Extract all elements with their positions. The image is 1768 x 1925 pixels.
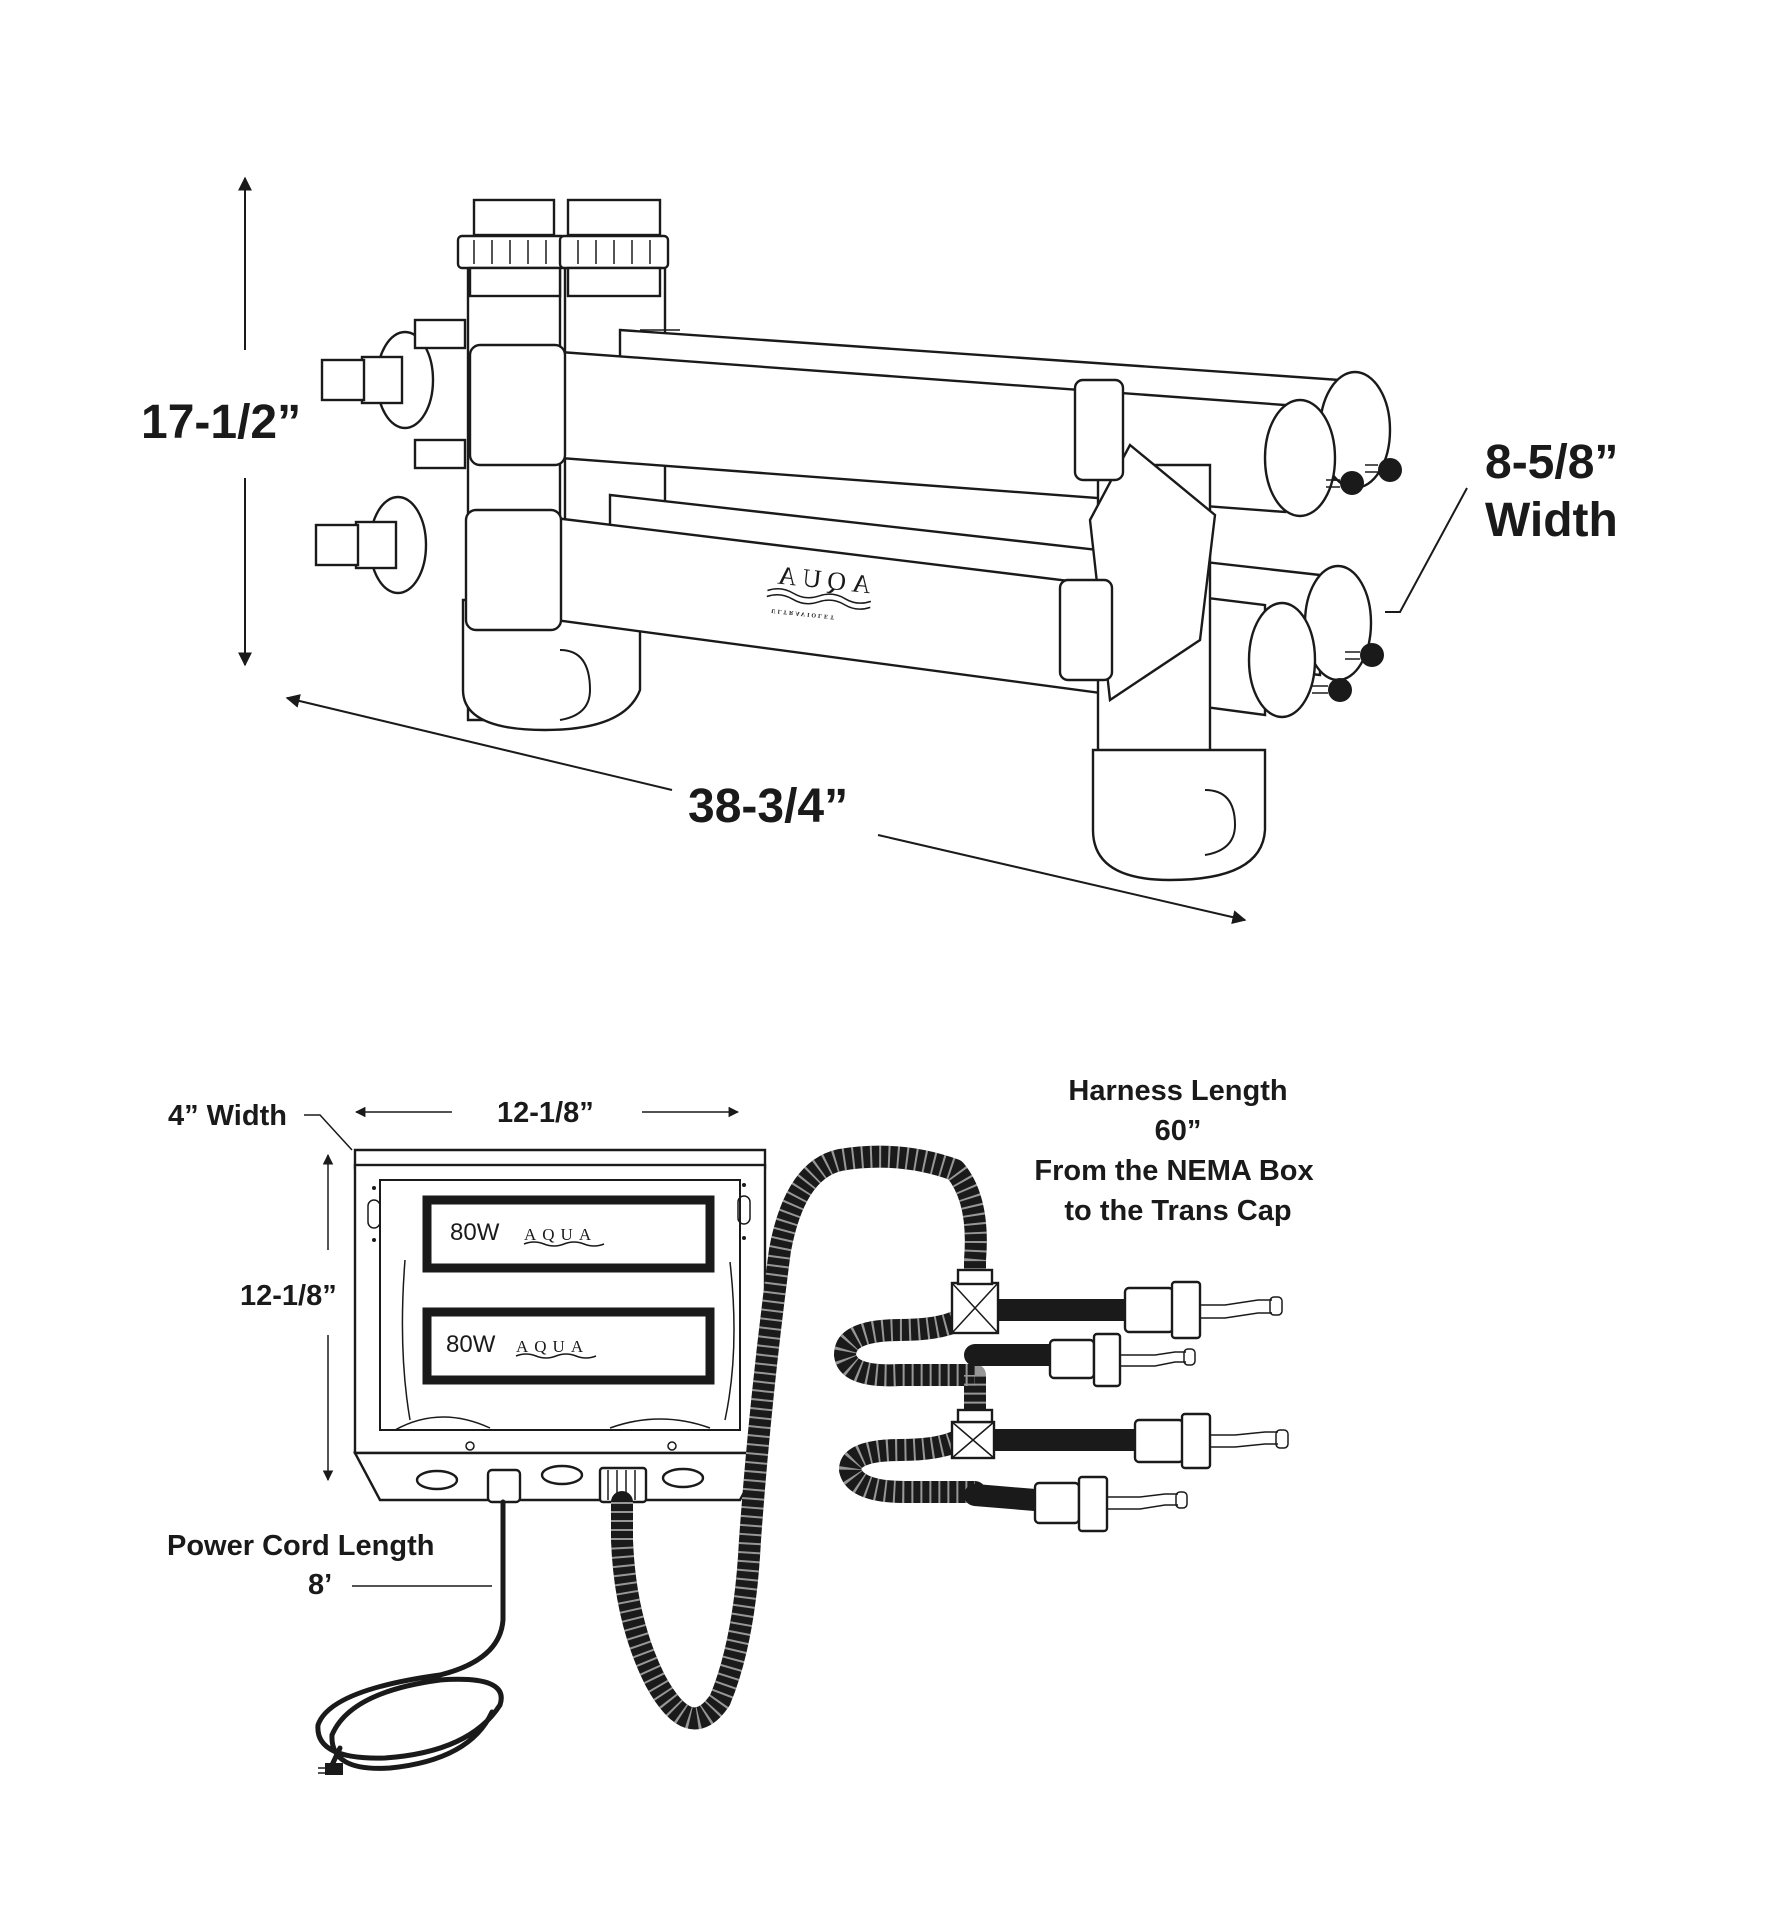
height-dimension: 17-1/2” — [141, 176, 301, 667]
harness-label-line1: Harness Length — [1068, 1075, 1287, 1107]
box-depth-dimension: 4” Width — [168, 1100, 353, 1151]
uv-sterilizer-drawing: 17-1/2” 38-3/4” 8-5/8” Width — [141, 176, 1618, 924]
box-height-label: 12-1/8” — [240, 1280, 337, 1312]
box-width-dimension: 12-1/8” — [354, 1097, 740, 1129]
box-width-label: 12-1/8” — [497, 1097, 594, 1129]
length-label: 38-3/4” — [688, 780, 848, 833]
ballast-2: 80W AQUA — [422, 1307, 715, 1385]
width-word: Width — [1485, 494, 1618, 547]
power-cord-label-line2: 8’ — [308, 1569, 332, 1601]
ballast-2-logo: AQUA — [516, 1337, 589, 1356]
harness-hose — [611, 1145, 1146, 1730]
manifold-right — [1058, 378, 1267, 882]
harness-label: Harness Length 60” From the NEMA Box to … — [1034, 1075, 1313, 1227]
end-cap-connectors — [1312, 458, 1402, 702]
harness-label-line2: 60” — [1155, 1115, 1202, 1147]
ballast-2-wattage: 80W — [446, 1331, 496, 1358]
side-fittings — [314, 318, 467, 595]
nema-box-drawing: 4” Width 12-1/8” 12-1/8” — [167, 1075, 1314, 1775]
power-cord-label-line1: Power Cord Length — [167, 1530, 434, 1562]
plug-3 — [1133, 1412, 1289, 1470]
power-cord: Power Cord Length 8’ — [167, 1499, 506, 1775]
length-dimension: 38-3/4” — [285, 694, 1247, 924]
plug-2 — [1048, 1332, 1196, 1388]
box-depth-label: 4” Width — [168, 1100, 287, 1132]
ballast-1-logo: AQUA — [524, 1225, 597, 1244]
ballast-1: 80W AQUA — [422, 1195, 715, 1273]
harness-label-line3: From the NEMA Box — [1034, 1155, 1313, 1187]
height-label: 17-1/2” — [141, 396, 301, 449]
ballast-1-wattage: 80W — [450, 1219, 500, 1246]
width-value: 8-5/8” — [1485, 436, 1618, 489]
harness-plugs — [1033, 1280, 1289, 1533]
box-height-dimension: 12-1/8” — [240, 1153, 337, 1482]
plug-1 — [1123, 1280, 1283, 1340]
width-dimension: 8-5/8” Width — [1385, 436, 1618, 613]
plug-4 — [1033, 1475, 1188, 1533]
harness-label-line4: to the Trans Cap — [1064, 1195, 1291, 1227]
